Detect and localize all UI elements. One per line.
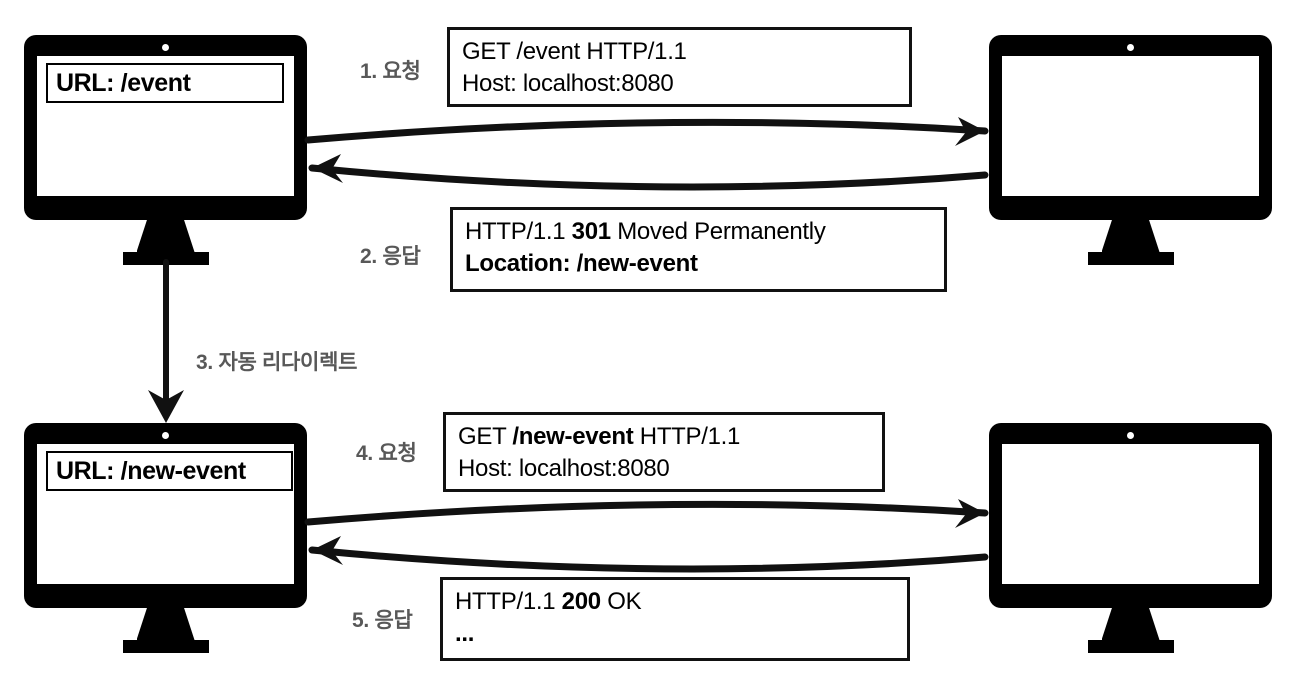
webcam-icon	[162, 432, 169, 439]
arrow-response-2	[308, 154, 989, 191]
url-bar-bottom-text: URL: /new-event	[56, 456, 246, 485]
request-4-path: /new-event	[512, 423, 634, 450]
monitor-stand-neck	[136, 220, 195, 252]
request-1-line-2-text: Host: localhost:8080	[462, 69, 674, 97]
arrow-response-5	[308, 536, 989, 573]
client-monitor-bottom: URL: /new-event	[24, 423, 307, 653]
response-5-line-1: HTTP/1.1 200 OK	[455, 586, 897, 618]
response-5-proto: HTTP/1.1	[455, 588, 562, 615]
response-2-line-1: HTTP/1.1 301 Moved Permanently	[465, 216, 934, 248]
response-5-status-code: 200	[561, 588, 601, 615]
monitor-stand-base	[122, 640, 209, 653]
response-5-ellipsis: ...	[455, 619, 475, 647]
response-2-proto: HTTP/1.1	[465, 218, 572, 245]
request-4-host: Host: localhost:8080	[458, 454, 670, 482]
message-box-request-1: GET /event HTTP/1.1 Host: localhost:8080	[447, 27, 912, 107]
request-4-version: HTTP/1.1	[633, 423, 741, 450]
response-2-location-header: Location: /new-event	[465, 249, 698, 277]
step-label-3: 3. 자동 리다이렉트	[196, 351, 358, 374]
response-5-line-2: ...	[455, 618, 897, 650]
arrow-request-4	[304, 499, 989, 528]
message-box-response-2: HTTP/1.1 301 Moved Permanently Location:…	[450, 207, 947, 292]
step-label-1: 1. 요청	[360, 60, 421, 83]
response-2-status-code: 301	[571, 218, 611, 245]
request-1-line-1-text: GET /event HTTP/1.1	[462, 38, 687, 65]
url-bar-top: URL: /event	[46, 63, 284, 103]
step-label-4: 4. 요청	[356, 442, 417, 465]
arrow-auto-redirect	[148, 259, 184, 423]
monitor-screen: URL: /event	[37, 56, 294, 196]
monitor-stand-neck	[1101, 608, 1160, 640]
request-1-line-1: GET /event HTTP/1.1	[462, 36, 899, 68]
monitor-stand-base	[1087, 640, 1174, 653]
client-monitor-top: URL: /event	[24, 35, 307, 265]
request-4-line-1: GET /new-event HTTP/1.1	[458, 421, 872, 453]
server-monitor-top	[989, 35, 1272, 265]
monitor-screen	[1002, 444, 1259, 584]
monitor-stand-base	[1087, 252, 1174, 265]
message-box-response-5: HTTP/1.1 200 OK ...	[440, 577, 910, 661]
message-box-request-4: GET /new-event HTTP/1.1 Host: localhost:…	[443, 412, 885, 492]
request-4-method: GET	[458, 423, 513, 450]
webcam-icon	[162, 44, 169, 51]
response-2-status-text: Moved Permanently	[610, 218, 826, 245]
monitor-screen	[1002, 56, 1259, 196]
arrow-request-1	[304, 117, 989, 146]
webcam-icon	[1127, 44, 1134, 51]
monitor-stand-neck	[1101, 220, 1160, 252]
server-monitor-bottom	[989, 423, 1272, 653]
request-1-line-2: Host: localhost:8080	[462, 68, 899, 100]
step-label-2: 2. 응답	[360, 245, 421, 268]
webcam-icon	[1127, 432, 1134, 439]
step-label-5: 5. 응답	[352, 609, 413, 632]
request-4-line-2: Host: localhost:8080	[458, 453, 872, 485]
monitor-stand-base	[122, 252, 209, 265]
url-bar-bottom: URL: /new-event	[46, 451, 293, 491]
url-bar-top-text: URL: /event	[56, 68, 191, 97]
monitor-screen: URL: /new-event	[37, 444, 294, 584]
response-5-status-text: OK	[600, 588, 642, 615]
response-2-line-2: Location: /new-event	[465, 248, 934, 280]
monitor-stand-neck	[136, 608, 195, 640]
